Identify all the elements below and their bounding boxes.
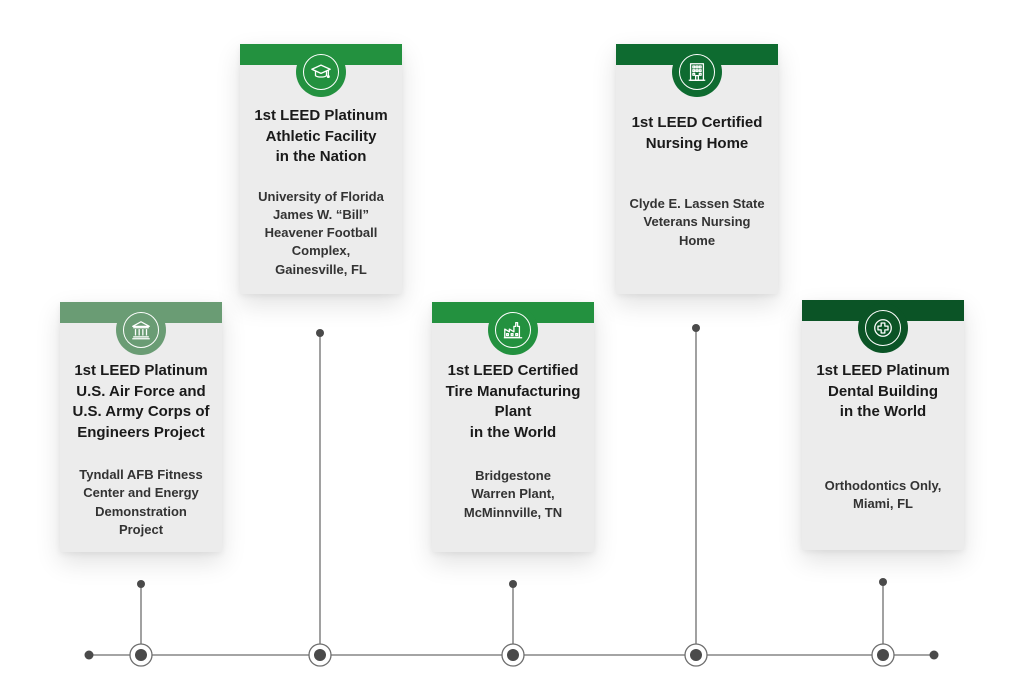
node-dot [314,649,326,661]
milestone-card-dental: 1st LEED Platinum Dental Building in the… [802,300,964,550]
axis-start-dot [84,650,94,660]
milestone-description: Tyndall AFB Fitness Center and Energy De… [79,467,203,537]
milestone-title: 1st LEED Platinum Dental Building in the… [816,362,950,420]
milestone-description: University of Florida James W. “Bill” He… [258,188,384,277]
icon-badge [672,47,722,97]
icon-badge [116,305,166,355]
milestone-description: Orthodontics Only, Miami, FL [824,477,942,511]
milestone-title: 1st LEED Certified Nursing Home [631,114,763,152]
medical-cross-icon [874,319,892,337]
icon-badge [858,303,908,353]
courthouse-icon [132,321,150,340]
milestone-description: Bridgestone Warren Plant, McMinnville, T… [463,468,563,520]
icon-badge [296,47,346,97]
milestone-title: 1st LEED Certified Tire Manufacturing Pl… [445,362,581,441]
axis-end-dot [929,650,939,660]
node-dot [690,649,702,661]
connector-top-dot [509,580,517,588]
milestone-title: 1st LEED Platinum Athletic Facility in t… [254,107,388,165]
milestone-card-nursing: 1st LEED Certified Nursing Home Clyde E.… [616,44,778,294]
node-dot [135,649,147,661]
graduation-cap-icon [311,64,331,79]
milestone-card-athletic: 1st LEED Platinum Athletic Facility in t… [240,44,402,294]
node-dot [877,649,889,661]
milestone-card-tire: 1st LEED Certified Tire Manufacturing Pl… [432,302,594,552]
milestone-card-air-force: 1st LEED Platinum U.S. Air Force and U.S… [60,302,222,552]
milestone-title: 1st LEED Platinum U.S. Air Force and U.S… [72,362,210,441]
factory-icon [503,322,523,339]
connector-top-dot [316,329,324,337]
milestone-description: Clyde E. Lassen State Veterans Nursing H… [629,196,765,248]
node-dot [507,649,519,661]
connector-top-dot [137,580,145,588]
connector-top-dot [879,578,887,586]
icon-badge [488,305,538,355]
connector-top-dot [692,324,700,332]
building-icon [688,63,706,81]
